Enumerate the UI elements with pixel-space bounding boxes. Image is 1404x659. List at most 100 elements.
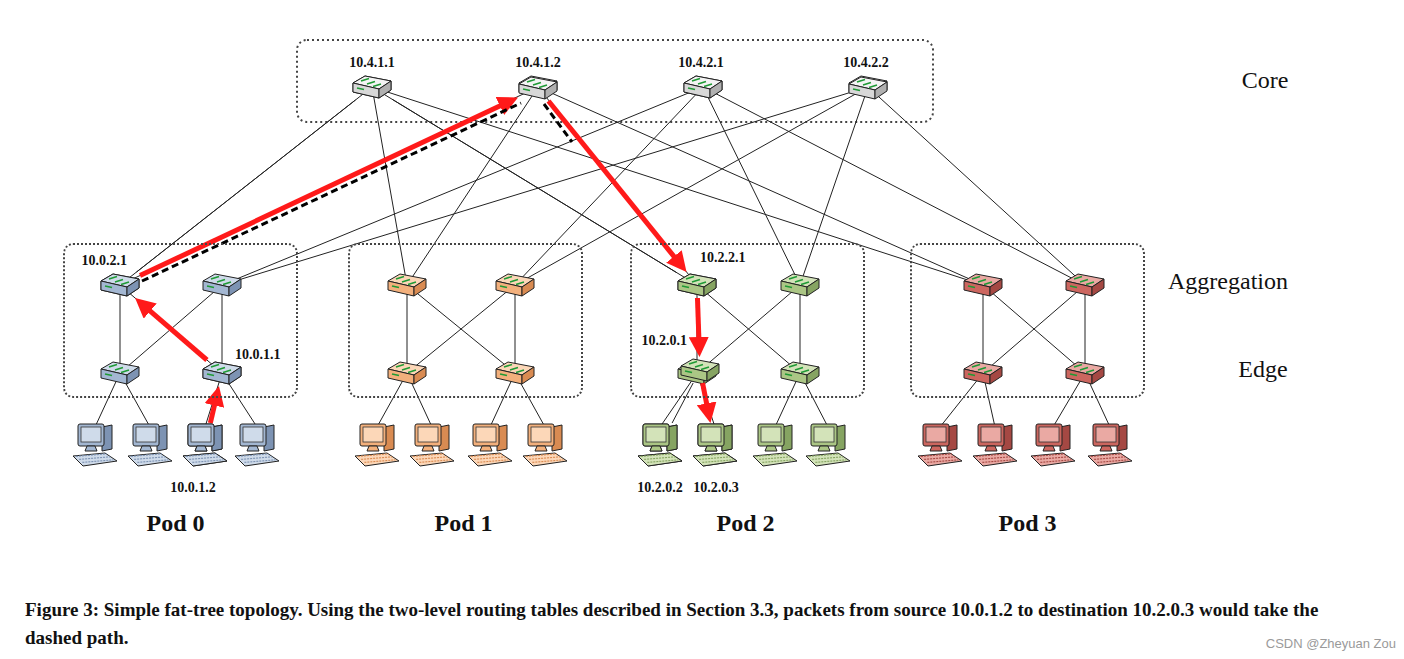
host-monitor [360, 424, 386, 446]
link-line [120, 285, 222, 373]
edge-switch [496, 362, 534, 384]
link-line [407, 285, 408, 373]
switch-led [682, 286, 689, 288]
host-stand [930, 446, 942, 451]
address-label: 10.4.1.2 [514, 55, 562, 71]
host-monitor [698, 424, 724, 446]
host-keyboard [973, 453, 1017, 466]
aggregation-switch [388, 274, 426, 296]
address-label: 10.0.2.1 [81, 253, 129, 269]
link-line [1085, 285, 1086, 373]
switch-led [968, 374, 975, 376]
host-computer [73, 424, 117, 466]
switch-led [105, 286, 112, 288]
host-stand [985, 446, 997, 451]
host-monitor [758, 424, 784, 446]
pod-name: Pod 1 [433, 510, 493, 537]
link-line [697, 285, 800, 373]
host-screen [191, 427, 211, 442]
host-stand [705, 446, 717, 451]
host-keys [76, 454, 113, 463]
host-monitor [698, 424, 724, 446]
host-screen [646, 427, 666, 442]
switch-icon [680, 357, 720, 383]
dashed-path [142, 103, 521, 281]
host-stand [765, 446, 777, 451]
host-keyboard [753, 453, 797, 466]
link-line [120, 285, 121, 373]
address-label: 10.0.1.1 [234, 347, 282, 363]
host-screen [981, 427, 1001, 442]
link-line [515, 87, 703, 285]
host-monitor [1093, 424, 1119, 446]
host-stand [650, 446, 662, 451]
host-monitor [473, 424, 499, 446]
switch-node: 10.4.2.2 [848, 75, 888, 101]
host-keys [756, 454, 793, 463]
switch-led [357, 88, 364, 90]
host-screen [926, 427, 946, 442]
switch-led [500, 374, 507, 376]
host-computer [806, 424, 850, 466]
host-icon [692, 423, 738, 469]
host-monitor [811, 424, 837, 446]
switch-led [523, 89, 530, 91]
link-line [983, 285, 984, 373]
aggregation-switch [781, 274, 819, 296]
host-monitor [643, 424, 669, 446]
edge-switch [781, 362, 819, 384]
aggregation-switch [964, 274, 1002, 296]
host-stand [140, 446, 152, 451]
host-keys [976, 454, 1013, 463]
pod-name: Pod 2 [715, 510, 775, 537]
host-keyboard [183, 453, 227, 466]
link-connector [140, 103, 507, 276]
host-keyboard [128, 453, 172, 466]
link-line [372, 87, 697, 285]
core-switch [849, 76, 887, 98]
core-group-outline [297, 40, 933, 122]
host-screen [1096, 427, 1116, 442]
pod-name: Pod 0 [145, 510, 205, 537]
link-line [703, 87, 1085, 285]
aggregation-switch [1066, 274, 1104, 296]
host-keys [921, 454, 958, 463]
host-monitor [528, 424, 554, 446]
host-keys [358, 454, 395, 463]
switch-node: 10.2.2.1 [677, 272, 717, 298]
aggregation-switch [496, 274, 534, 296]
host-keyboard [468, 453, 512, 466]
pod-name: Pod 3 [997, 510, 1057, 537]
host-keys [131, 454, 168, 463]
switch-led [968, 286, 975, 288]
host-stand [818, 446, 830, 451]
link-connector [548, 101, 678, 263]
host-keys [238, 454, 275, 463]
host-computer [693, 424, 737, 466]
host-screen [1039, 427, 1059, 442]
host-screen [646, 427, 666, 442]
address-label: 10.4.1.1 [348, 55, 396, 71]
host-keyboard [638, 453, 682, 466]
host-keys [1034, 454, 1071, 463]
switch-ports [361, 79, 381, 87]
aggregation-switch [203, 274, 241, 296]
link-line [515, 87, 868, 285]
link-lines [95, 87, 1110, 427]
host-stand [535, 446, 547, 451]
switch-icon [518, 75, 558, 101]
host-stand [247, 446, 259, 451]
host-monitor [978, 424, 1004, 446]
address-label: 10.0.1.2 [169, 480, 217, 496]
host-keyboard [73, 453, 117, 466]
host-keyboard [806, 453, 850, 466]
host-icon [182, 423, 228, 469]
switch-led [207, 286, 214, 288]
host-keyboard [410, 453, 454, 466]
switch-node: 10.2.0.1 [680, 357, 720, 383]
switch-led [688, 88, 695, 90]
core-switch [684, 76, 722, 98]
switch-ports [789, 277, 809, 285]
host-computer [410, 424, 454, 466]
